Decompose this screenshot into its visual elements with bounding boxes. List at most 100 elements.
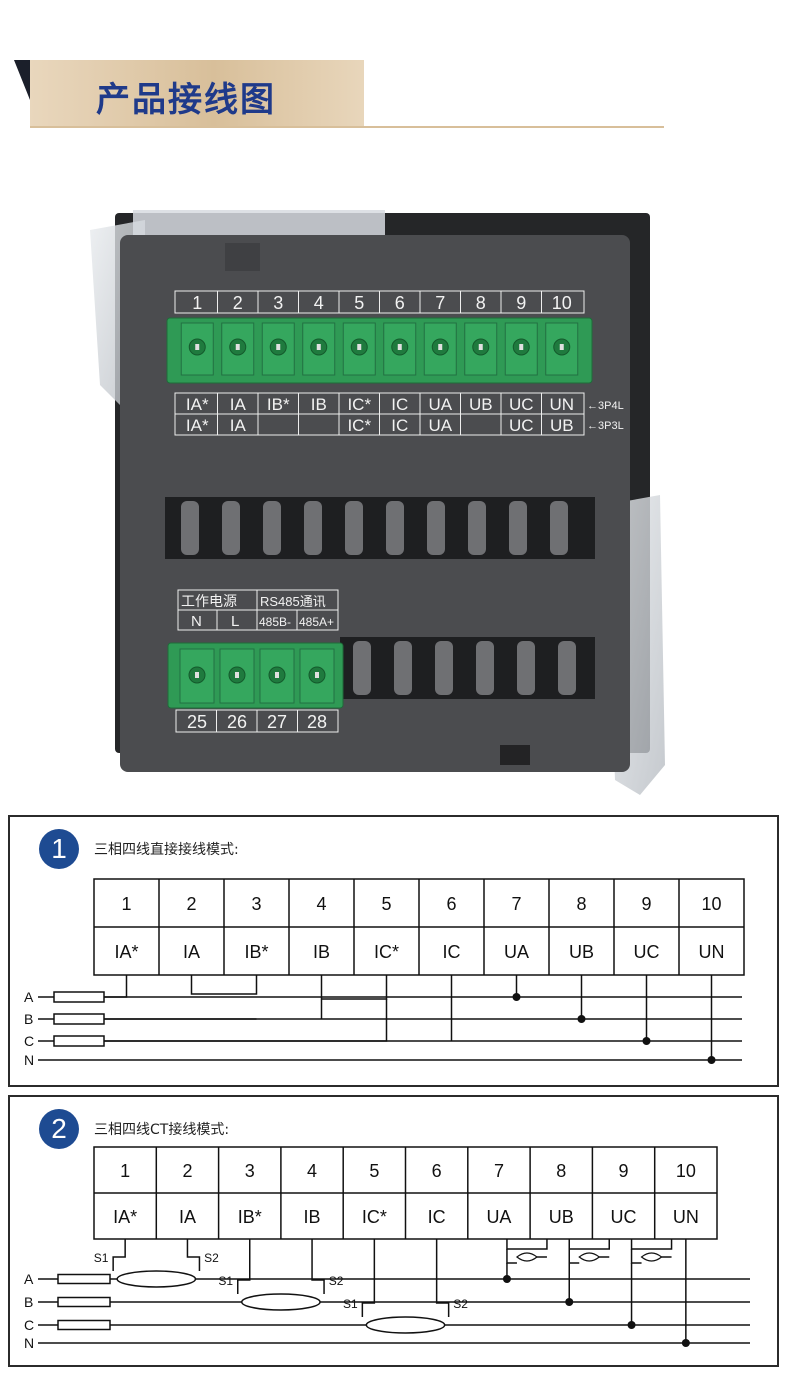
screw-contact	[195, 344, 200, 350]
terminal-label-cell: IC*	[374, 942, 399, 962]
junction-dot	[642, 1037, 651, 1045]
rs485-pin-b: 485B-	[259, 615, 291, 629]
power-label: 工作电源	[181, 593, 237, 609]
terminal-label-cell: IC	[443, 942, 461, 962]
terminal-number: 28	[307, 712, 327, 732]
terminal-number: 9	[516, 293, 526, 313]
rs485-pin-a: 485A+	[299, 615, 334, 629]
terminal-number-cell: 2	[186, 894, 196, 914]
terminal-label-cell: IA	[179, 1207, 196, 1227]
label-3p4l-cell: IA	[230, 395, 247, 414]
screw-contact	[397, 344, 402, 350]
vent-slot	[558, 641, 576, 695]
terminal-number: 2	[233, 293, 243, 313]
terminal-label-cell: IA*	[113, 1207, 137, 1227]
fuse	[57, 1319, 111, 1331]
terminal-number-cell: 7	[511, 894, 521, 914]
label-3p4l-cell: UC	[509, 395, 534, 414]
label-3p4l: ←3P4L	[587, 400, 624, 412]
vent-slot	[509, 501, 527, 555]
ct-s2-label: S2	[453, 1297, 468, 1311]
terminal-number: 7	[435, 293, 445, 313]
terminal-number: 25	[187, 712, 207, 732]
voltage-bus	[506, 1239, 548, 1250]
screw-contact	[276, 344, 281, 350]
terminal-number-cell: 9	[641, 894, 651, 914]
wire	[104, 999, 388, 1042]
label-3p4l-cell: UN	[549, 395, 574, 414]
terminal-cell	[179, 648, 215, 704]
terminal-label-cell: IB*	[238, 1207, 262, 1227]
page-title: 产品接线图	[96, 80, 276, 120]
junction-dot	[565, 1298, 574, 1306]
terminal-number: 6	[395, 293, 405, 313]
terminal-number-cell: 4	[307, 1161, 317, 1181]
ct-lead	[311, 1239, 325, 1294]
screw-contact	[316, 344, 321, 350]
voltage-fuse	[515, 1252, 538, 1262]
phase-line-label: A	[24, 1271, 34, 1287]
terminal-number-cell: 1	[120, 1161, 130, 1181]
vent-slot	[353, 641, 371, 695]
terminal-number-cell: 5	[381, 894, 391, 914]
phase-line-label: C	[24, 1033, 34, 1049]
terminal-label-cell: UC	[634, 942, 660, 962]
junction-dot	[577, 1015, 586, 1023]
ct-lead	[112, 1239, 126, 1271]
screw-contact	[478, 344, 483, 350]
badge-1: 1	[39, 829, 79, 869]
terminal-label-cell: IB	[313, 942, 330, 962]
label-3p3l-cell: IA*	[186, 416, 209, 435]
terminal-number-cell: 10	[676, 1161, 696, 1181]
label-3p4l-cell: IA*	[186, 395, 209, 414]
vent-slot	[550, 501, 568, 555]
wire	[321, 975, 388, 1000]
terminal-number-cell: 7	[494, 1161, 504, 1181]
power-rs485-label-table: 工作电源 RS485通讯 N L 485B- 485A+	[177, 589, 339, 631]
terminal-number-cell: 10	[701, 894, 721, 914]
wire	[104, 975, 128, 998]
section-header: 产品接线图	[14, 60, 664, 130]
voltage-fuse	[578, 1252, 601, 1262]
terminal-number-cell: 5	[369, 1161, 379, 1181]
terminal-number-cell: 8	[556, 1161, 566, 1181]
screw-contact	[235, 344, 240, 350]
screw-contact	[315, 672, 319, 678]
junction-dot	[502, 1275, 511, 1283]
screw-contact	[195, 672, 199, 678]
vent-slots-lower	[353, 641, 576, 695]
ct-lead	[186, 1239, 201, 1271]
screw-contact	[275, 672, 279, 678]
terminal-label-cell: IC	[428, 1207, 446, 1227]
label-3p4l-cell: UA	[428, 395, 452, 414]
vent-slot	[394, 641, 412, 695]
terminal-number-cell: 9	[619, 1161, 629, 1181]
junction-dot	[512, 993, 521, 1001]
screw-contact	[235, 672, 239, 678]
label-3p3l-cell: IA	[230, 416, 247, 435]
fuse	[57, 1296, 111, 1308]
panel2-title: 三相四线CT接线模式:	[94, 1122, 230, 1138]
terminal-number-cell: 3	[245, 1161, 255, 1181]
phase-line-label: A	[24, 989, 34, 1005]
header-band	[30, 60, 364, 128]
voltage-fuse	[640, 1252, 663, 1262]
screw-contact	[357, 344, 362, 350]
ct-s1-label: S1	[94, 1251, 109, 1265]
terminal-label-cell: UB	[549, 1207, 574, 1227]
terminal-number-cell: 6	[446, 894, 456, 914]
terminal-label-cell: UA	[486, 1207, 511, 1227]
vent-slot	[517, 641, 535, 695]
junction-dot	[707, 1056, 716, 1064]
housing-notch	[225, 243, 260, 271]
ct-lead	[237, 1239, 251, 1294]
current-transformer	[365, 1316, 446, 1334]
panel1-title: 三相四线直接接线模式:	[94, 842, 239, 858]
terminal-number: 1	[192, 293, 202, 313]
fuse	[53, 1035, 105, 1047]
ct-s1-label: S1	[218, 1274, 233, 1288]
